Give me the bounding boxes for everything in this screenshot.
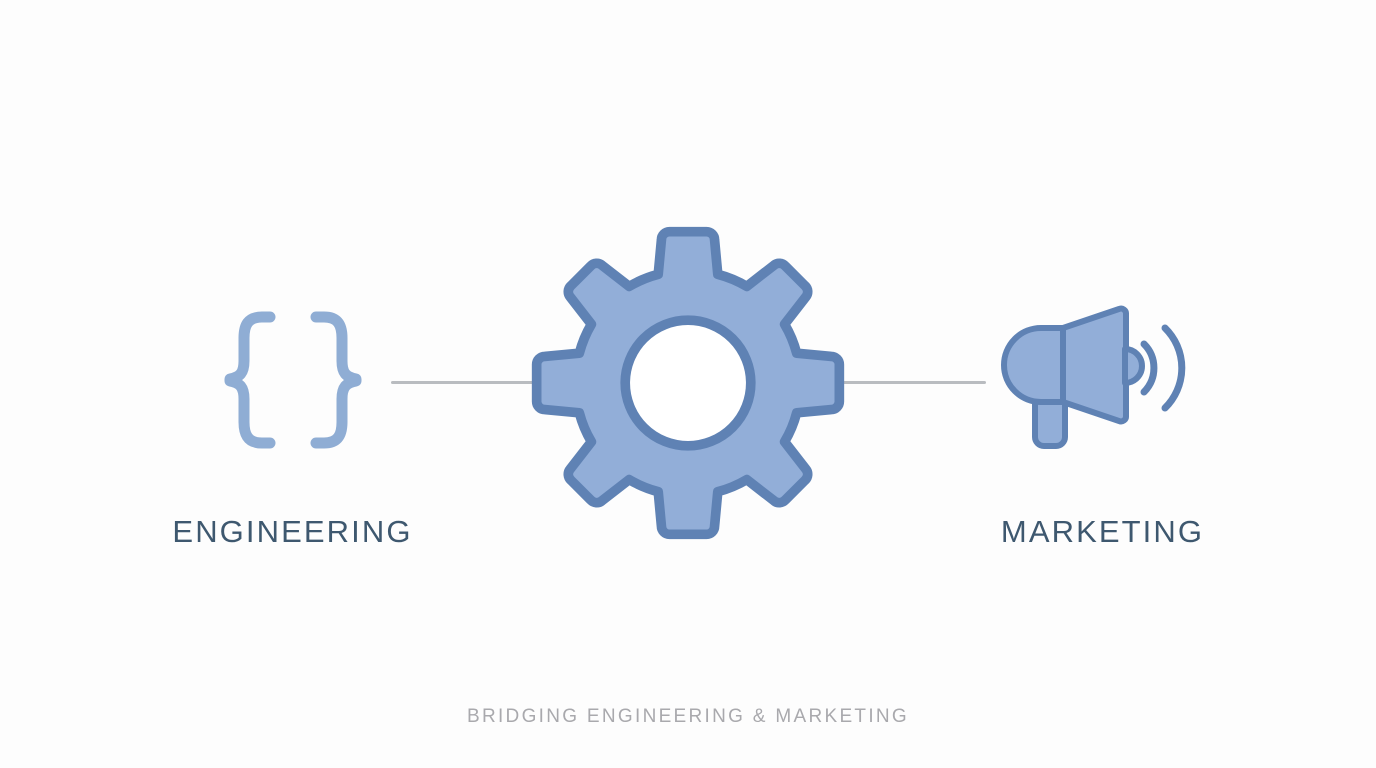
sound-wave-inner [1140,340,1157,396]
caption-text: BRIDGING ENGINEERING & MARKETING [466,706,910,727]
megaphone-handle [1031,393,1068,449]
megaphone-nub [1121,346,1145,386]
right-connector-line [838,381,986,384]
node-label-engineering: ENGINEERING [172,514,413,549]
left-connector-line [391,381,539,384]
megaphone-cone [1059,305,1129,425]
node-marketing[interactable]: MARKETING [940,300,1265,547]
gear-icon[interactable] [527,222,849,544]
node-engineering[interactable]: ENGINEERING [120,300,465,547]
sound-wave-outer [1161,324,1185,412]
megaphone-icon [1000,300,1203,460]
megaphone-back [1000,325,1068,405]
gear-center-hole [620,315,756,451]
curly-braces-icon [218,300,368,460]
node-label-marketing: MARKETING [1000,514,1205,549]
